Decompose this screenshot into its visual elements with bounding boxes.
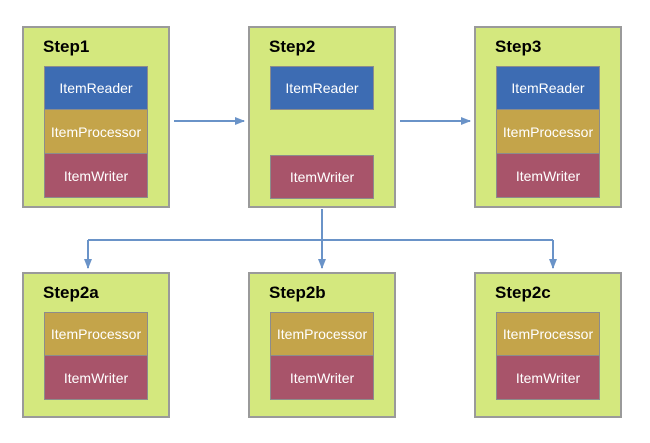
component-itemwriter-step2b: ItemWriter bbox=[270, 356, 374, 400]
component-itemwriter-step2a: ItemWriter bbox=[44, 356, 148, 400]
step-box-step2[interactable]: Step2 ItemReader ItemWriter bbox=[248, 26, 396, 208]
component-itemreader-step1: ItemReader bbox=[44, 66, 148, 110]
step-title-step3: Step3 bbox=[495, 37, 542, 56]
component-itemwriter-step1: ItemWriter bbox=[44, 154, 148, 198]
step-box-step2a[interactable]: Step2a ItemProcessor ItemWriter bbox=[22, 272, 170, 418]
component-gap-step2 bbox=[270, 110, 374, 155]
component-itemreader-step3: ItemReader bbox=[496, 66, 600, 110]
component-itemprocessor-step2c: ItemProcessor bbox=[496, 312, 600, 356]
step-box-step2b[interactable]: Step2b ItemProcessor ItemWriter bbox=[248, 272, 396, 418]
step-title-step2a: Step2a bbox=[43, 283, 99, 302]
component-itemwriter-step2c: ItemWriter bbox=[496, 356, 600, 400]
component-itemwriter-step2: ItemWriter bbox=[270, 155, 374, 199]
component-itemreader-step2: ItemReader bbox=[270, 66, 374, 110]
step-box-step1[interactable]: Step1 ItemReader ItemProcessor ItemWrite… bbox=[22, 26, 170, 208]
component-itemwriter-step3: ItemWriter bbox=[496, 154, 600, 198]
step-title-step2c: Step2c bbox=[495, 283, 551, 302]
step-title-step1: Step1 bbox=[43, 37, 90, 56]
step-box-step3[interactable]: Step3 ItemReader ItemProcessor ItemWrite… bbox=[474, 26, 622, 208]
component-itemprocessor-step2b: ItemProcessor bbox=[270, 312, 374, 356]
step-box-step2c[interactable]: Step2c ItemProcessor ItemWriter bbox=[474, 272, 622, 418]
component-itemprocessor-step2a: ItemProcessor bbox=[44, 312, 148, 356]
step-title-step2b: Step2b bbox=[269, 283, 326, 302]
step-title-step2: Step2 bbox=[269, 37, 316, 56]
component-itemprocessor-step1: ItemProcessor bbox=[44, 110, 148, 154]
component-itemprocessor-step3: ItemProcessor bbox=[496, 110, 600, 154]
